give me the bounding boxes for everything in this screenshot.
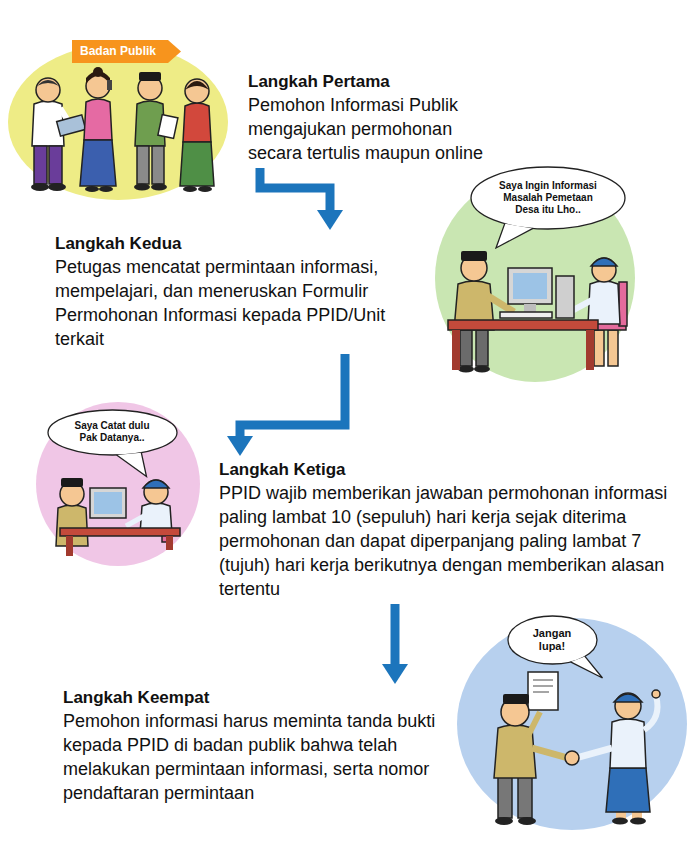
badge-arrow: Badan Publik bbox=[72, 40, 181, 63]
flow-arrow-line bbox=[260, 168, 330, 216]
bubble-outline bbox=[48, 410, 177, 455]
speech-bubble: Saya Ingin Informasi Masalah Pemetaan De… bbox=[470, 166, 626, 230]
scene-applicants bbox=[8, 44, 228, 200]
bubble-outline bbox=[508, 616, 597, 664]
flow-arrow-line bbox=[240, 354, 345, 442]
step-body: Petugas mencatat permintaan informasi, m… bbox=[55, 255, 421, 351]
step-body: Pemohon informasi harus meminta tanda bu… bbox=[63, 709, 452, 805]
step-block: Langkah KetigaPPID wajib memberikan jawa… bbox=[216, 456, 688, 604]
step-body: PPID wajib memberikan jawaban permohonan… bbox=[219, 481, 685, 601]
badge-arrow-shape bbox=[72, 40, 181, 63]
bubble-tail bbox=[570, 656, 602, 678]
step-block: Langkah KeempatPemohon informasi harus m… bbox=[60, 684, 455, 808]
flow-arrow bbox=[382, 604, 408, 684]
bubble-text: Saya Catat dulu Pak Datanya.. bbox=[71, 420, 153, 444]
step-body: Pemohon Informasi Publik mengajukan perm… bbox=[248, 93, 504, 165]
arrow-head bbox=[317, 210, 343, 230]
flow-arrow-line bbox=[391, 604, 400, 670]
speech-bubble: Jangan lupa! bbox=[507, 615, 598, 665]
step-heading: Langkah Kedua bbox=[55, 233, 421, 255]
flow-arrow bbox=[260, 168, 343, 230]
step-block: Langkah PertamaPemohon Informasi Publik … bbox=[245, 68, 507, 168]
step-heading: Langkah Keempat bbox=[63, 687, 452, 709]
badge-label: Badan Publik bbox=[72, 40, 180, 63]
bubble-tail bbox=[496, 224, 533, 248]
step-block: Langkah KeduaPetugas mencatat permintaan… bbox=[52, 230, 424, 354]
bubble-text: Jangan lupa! bbox=[525, 627, 579, 653]
arrow-head bbox=[227, 436, 253, 456]
bubble-outline bbox=[471, 167, 625, 229]
arrow-head bbox=[382, 664, 408, 684]
bubble-text: Saya Ingin Informasi Masalah Pemetaan De… bbox=[498, 180, 598, 216]
step-heading: Langkah Ketiga bbox=[219, 459, 685, 481]
flow-arrow bbox=[227, 354, 345, 456]
bubble-tail bbox=[116, 452, 146, 476]
step-heading: Langkah Pertama bbox=[248, 71, 504, 93]
speech-bubble: Saya Catat dulu Pak Datanya.. bbox=[47, 409, 178, 456]
scene-record-desk bbox=[36, 402, 200, 566]
